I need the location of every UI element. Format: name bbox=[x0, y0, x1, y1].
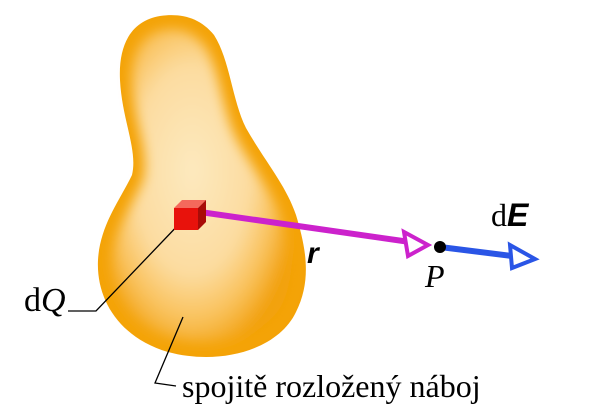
e-vector-arrow bbox=[440, 245, 535, 268]
p-label: P bbox=[424, 258, 445, 294]
charge-element-cube bbox=[174, 200, 206, 230]
r-label: r bbox=[307, 237, 321, 270]
de-label: dE bbox=[491, 197, 530, 233]
description-label: spojitě rozložený náboj bbox=[182, 368, 481, 404]
point-p-dot bbox=[434, 241, 446, 253]
dq-label: dQ bbox=[24, 282, 66, 319]
charge-distribution-blob bbox=[98, 15, 306, 357]
